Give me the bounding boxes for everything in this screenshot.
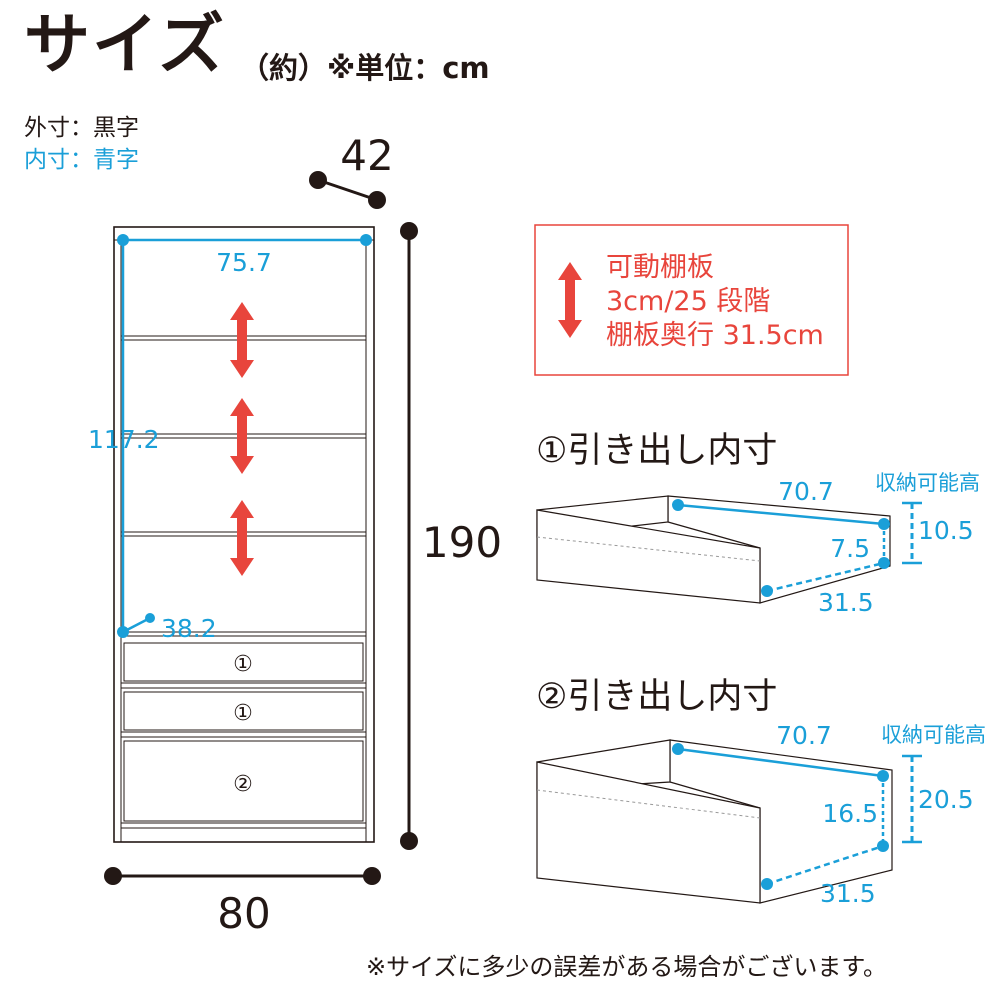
footnote: ※サイズに多少の誤差がある場合がございます。: [366, 953, 887, 981]
outer-depth-value: 42: [340, 131, 393, 180]
drawer-2-diagram: ②引き出し内寸 収納可能高 70.7 16.5 31.5 20.5: [536, 677, 986, 908]
drawer-1-title: ①引き出し内寸: [536, 431, 777, 471]
inner-dimension-lines: [117, 234, 372, 638]
drawer-2-title: ②引き出し内寸: [536, 677, 777, 717]
outer-height-value: 190: [422, 518, 502, 567]
outer-width-value: 80: [217, 889, 270, 938]
drawer-2-inner-height-value: 16.5: [822, 799, 878, 828]
legend-outer-dimensions: 外寸：黒字: [24, 115, 139, 141]
bookshelf-front-view: ① ① ②: [113, 226, 375, 843]
drawer-label-1: ①: [233, 652, 253, 677]
inner-depth-value: 38.2: [161, 614, 217, 643]
page-title: サイズ: [24, 6, 227, 83]
drawer-1-storage-height-value: 10.5: [918, 516, 974, 545]
callout-line-3: 棚板奥行 31.5cm: [606, 320, 824, 351]
unit-note: （約）※単位：cm: [240, 51, 490, 85]
adjustable-shelves: [120, 335, 367, 637]
callout-line-1: 可動棚板: [606, 252, 714, 283]
drawer-1-inner-height-value: 7.5: [830, 534, 870, 563]
drawer-2-storage-label: 収納可能高: [881, 723, 986, 747]
drawer-label-2: ①: [233, 701, 253, 726]
drawer-1-storage-label: 収納可能高: [875, 471, 980, 495]
drawers: [120, 642, 367, 829]
drawer-1-width-value: 70.7: [778, 477, 834, 506]
drawer-1-diagram: ①引き出し内寸 収納可能高 70.7 7.5 31.5 10.5: [536, 431, 980, 617]
drawer-label-3: ②: [233, 772, 253, 797]
drawer-2-depth-value: 31.5: [820, 879, 876, 908]
callout-line-2: 3cm/25 段階: [606, 286, 770, 317]
drawer-2-width-value: 70.7: [776, 721, 832, 750]
shelf-arrow-icon: [230, 500, 254, 576]
outer-dimension-lines: [104, 171, 418, 885]
legend-inner-dimensions: 内寸：青字: [24, 147, 139, 173]
drawer-1-depth-value: 31.5: [818, 588, 874, 617]
inner-width-value: 75.7: [216, 248, 272, 277]
drawer-2-storage-height-value: 20.5: [918, 785, 974, 814]
adjustable-shelf-callout: 可動棚板 3cm/25 段階 棚板奥行 31.5cm: [534, 224, 849, 376]
inner-height-value: 117.2: [88, 425, 160, 454]
